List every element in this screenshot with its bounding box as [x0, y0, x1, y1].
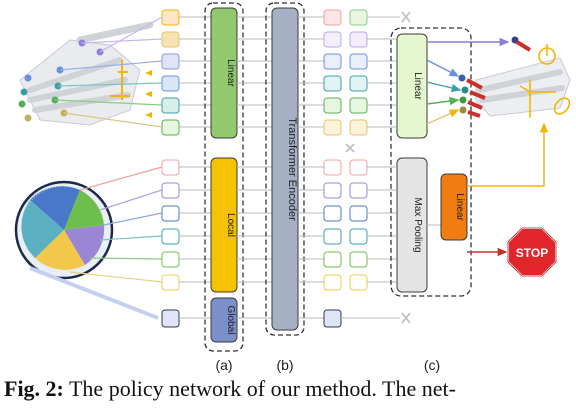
output-hand-illustration [458, 36, 571, 118]
hand-to-token-lines [29, 16, 163, 320]
max-pooling-label: Max Pooling [412, 197, 423, 252]
sublabel-b: (b) [276, 357, 293, 373]
local-label: Local [225, 213, 236, 237]
global-label: Global [225, 306, 236, 335]
figure-label: Fig. 2: [4, 376, 64, 401]
point-cloud-illustration [14, 180, 114, 280]
stop-sign: STOP [507, 227, 557, 277]
figure-caption: Fig. 2: The policy network of our method… [4, 376, 576, 402]
embed-to-transformer-lines [237, 16, 272, 319]
linear-orange-block [440, 173, 468, 241]
caption-text: The policy network of our method. The ne… [63, 376, 456, 401]
stop-label: STOP [516, 246, 548, 260]
input-token-column [161, 9, 180, 328]
transformer-label: Transformer Encoder [286, 117, 298, 221]
linear-a-label: Linear [225, 59, 236, 87]
token-to-embed-lines [179, 16, 212, 319]
global-block [210, 297, 238, 343]
head-group-c: Linear Max Pooling Linear [390, 27, 472, 297]
sublabel-c: (c) [424, 357, 440, 373]
sublabel-a: (a) [215, 357, 232, 373]
output-token-columns [323, 9, 368, 328]
transformer-to-token-lines [298, 16, 324, 319]
robot-hand-illustration [18, 21, 154, 126]
linear-c-label: Linear [412, 72, 423, 100]
linear-block-a [210, 7, 238, 139]
linear-orange-label: Linear [454, 193, 465, 221]
head-output-arrows [426, 37, 549, 257]
discarded-marks [341, 11, 411, 324]
linear-block-c [396, 33, 428, 139]
embedding-group-a: Linear Local Global [204, 2, 244, 352]
transformer-group-b: Transformer Encoder [265, 2, 305, 336]
local-block [210, 157, 238, 293]
transformer-encoder-block [271, 7, 299, 331]
token-to-head-lines [367, 38, 396, 283]
